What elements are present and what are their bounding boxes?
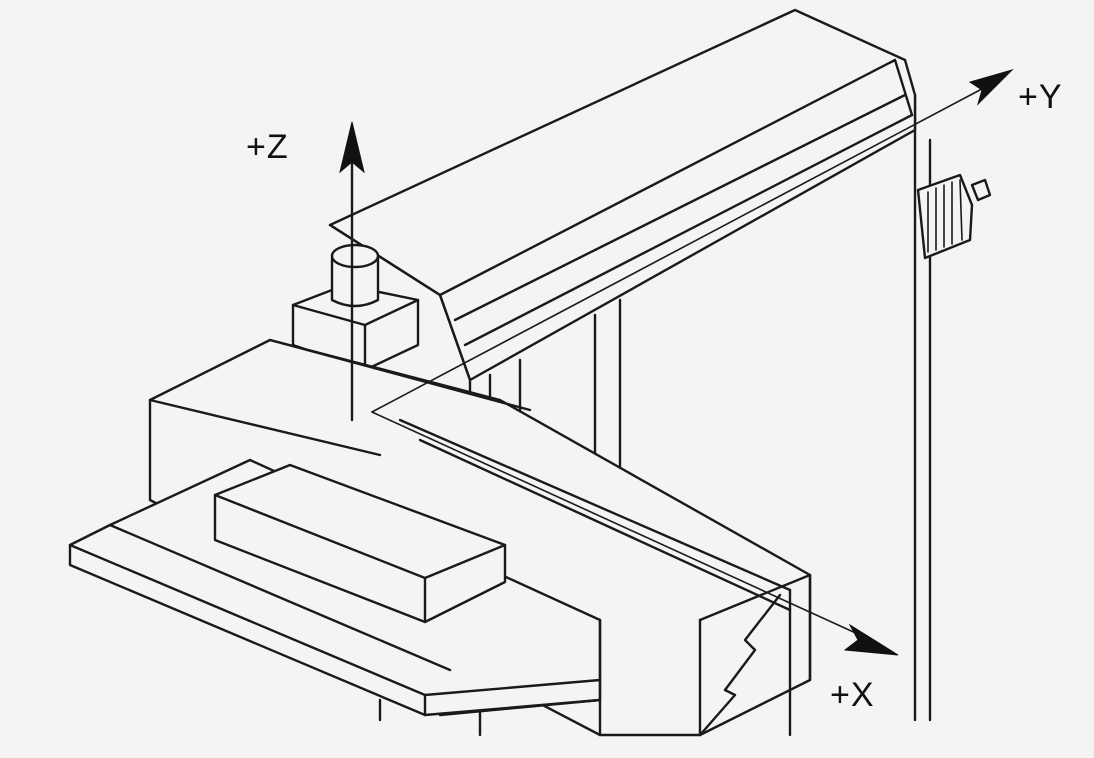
- workpiece: [213, 463, 507, 624]
- x-axis-label: +X: [830, 676, 875, 714]
- z-axis-arrow: [339, 121, 365, 174]
- spindle-head: [291, 243, 420, 427]
- overarm-beam: [328, 8, 917, 432]
- z-axis: [339, 121, 365, 422]
- x-axis: [371, 411, 899, 656]
- x-axis-arrow: [843, 623, 899, 656]
- handwheel: [916, 173, 992, 260]
- z-axis-label: +Z: [246, 128, 289, 166]
- y-axis-label: +Y: [1018, 78, 1063, 116]
- y-axis-arrow: [968, 68, 1014, 106]
- y-axis: [371, 68, 1014, 413]
